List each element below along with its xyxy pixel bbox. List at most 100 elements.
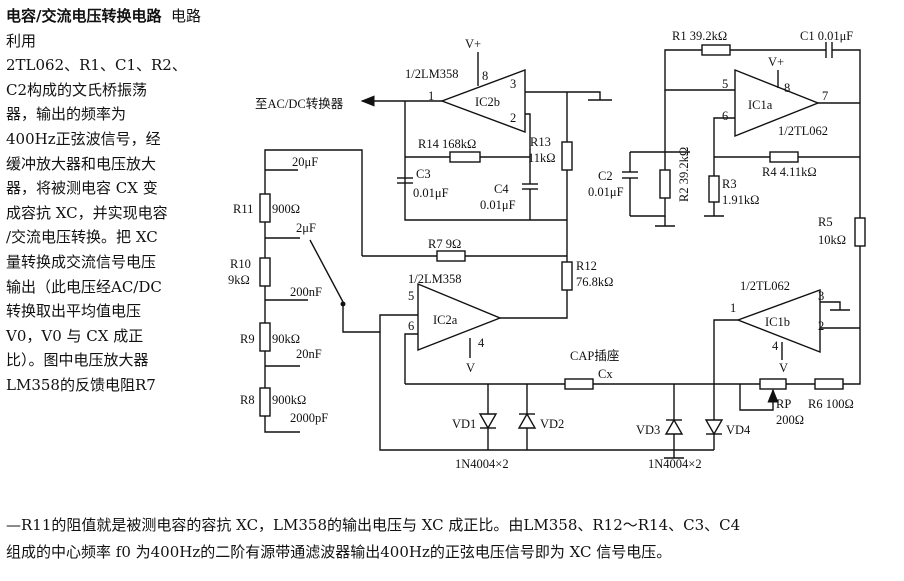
pin-label: 3 bbox=[818, 289, 824, 303]
description-line: 成容抗 XC，并实现电容 bbox=[6, 203, 168, 222]
r3-label: R3 bbox=[722, 177, 737, 191]
r12-label: R12 bbox=[576, 259, 597, 273]
v-label-2: V bbox=[779, 361, 788, 375]
r11-label: R11 bbox=[233, 202, 253, 216]
bottom-line: —R11的阻值就是被测电容的容抗 XC，LM358的输出电压与 XC 成正比。由… bbox=[6, 516, 741, 534]
r12-wire bbox=[500, 290, 568, 319]
bottom-paragraph: —R11的阻值就是被测电容的容抗 XC，LM358的输出电压与 XC 成正比。由… bbox=[6, 512, 896, 566]
c2-label: C2 bbox=[598, 169, 613, 183]
description-line: 量转换成交流信号电压 bbox=[6, 252, 157, 271]
description-line: 2TL062、R1、C1、R2、 bbox=[6, 56, 187, 75]
r2-label: R2 39.2kΩ bbox=[677, 147, 691, 202]
description-line: C2构成的文氏桥振荡 bbox=[6, 80, 148, 99]
rp-label: RP bbox=[776, 397, 791, 411]
vd1-diode bbox=[478, 413, 498, 430]
ic1b-part-label: 1/2TL062 bbox=[740, 279, 790, 293]
ic2b-pin2-wire bbox=[525, 113, 531, 157]
description-line: 缓冲放大器和电压放大 bbox=[6, 154, 157, 173]
r10-value: 9kΩ bbox=[228, 273, 250, 287]
vd2-diode bbox=[517, 412, 537, 429]
bottom-line: 组成的中心频率 f0 为400Hz的二阶有源带通滤波器输出400Hz的正弦电压信… bbox=[6, 543, 672, 561]
ic2b-pin3-wire bbox=[525, 91, 601, 100]
description-line: LM358的反馈电阻R7 bbox=[6, 375, 156, 394]
ic2b-part-label: 1/2LM358 bbox=[405, 67, 458, 81]
r13-resistor bbox=[561, 141, 573, 171]
r6-resistor bbox=[814, 378, 844, 390]
r2-resistor bbox=[659, 169, 671, 199]
r7-resistor bbox=[436, 250, 466, 262]
ic2a-pin6-wire bbox=[404, 333, 418, 384]
rp-value: 200Ω bbox=[776, 413, 804, 427]
description-line: 比）。图中电压放大器 bbox=[6, 351, 149, 370]
v-label-1: V bbox=[466, 361, 475, 375]
r14-resistor bbox=[449, 151, 481, 163]
range-label: 2μF bbox=[296, 221, 316, 235]
range-switch bbox=[309, 239, 344, 303]
r1-wire bbox=[664, 49, 735, 91]
pin-label: 2 bbox=[510, 111, 516, 125]
r13-label: R13 bbox=[530, 135, 551, 149]
description-line: /交流电压转换。把 XC bbox=[6, 228, 158, 247]
r9-label: R9 bbox=[240, 332, 255, 346]
diode-type-label: 1N4004×2 bbox=[455, 457, 509, 471]
ic2b-feedback-wire bbox=[404, 101, 567, 221]
pin-label: 4 bbox=[772, 339, 779, 353]
bottom-bus bbox=[379, 332, 714, 451]
pin-label: 1 bbox=[428, 89, 434, 103]
r6-label: R6 100Ω bbox=[808, 397, 854, 411]
r13-value: 11kΩ bbox=[528, 151, 556, 165]
ic2a-opamp bbox=[417, 282, 502, 352]
description-line: 电路利用 bbox=[6, 7, 202, 50]
r6-wire bbox=[843, 328, 861, 385]
rp-wiper-wire bbox=[739, 384, 774, 411]
chain-wire bbox=[264, 416, 300, 433]
c4-value: 0.01μF bbox=[480, 198, 516, 212]
ic1a-opamp bbox=[734, 68, 820, 138]
vplus-label-1: V+ bbox=[465, 37, 481, 51]
description-paragraph: 电容/交流电压转换电路 电路利用 2TL062、R1、C1、R2、 C2构成的文… bbox=[6, 4, 212, 398]
r1-resistor bbox=[701, 44, 731, 56]
vd3-label: VD3 bbox=[636, 423, 660, 437]
vd2-label: VD2 bbox=[540, 417, 564, 431]
c3-value: 0.01μF bbox=[413, 186, 449, 200]
ic1b-out-wire bbox=[713, 319, 738, 384]
r4-label: R4 4.11kΩ bbox=[762, 165, 817, 179]
description-line: 器，将被测电容 CX 变 bbox=[6, 179, 158, 198]
range-label: 20μF bbox=[292, 155, 318, 169]
ic2a-part-label: 1/2LM358 bbox=[408, 272, 461, 286]
ic2a-label: IC2a bbox=[433, 313, 458, 327]
r11-value: 900Ω bbox=[272, 202, 300, 216]
r3-resistor bbox=[708, 175, 720, 203]
range-label: 200nF bbox=[290, 285, 322, 299]
ic1a-pin6-wire bbox=[713, 117, 735, 157]
r8-resistor bbox=[259, 387, 271, 417]
pin-label: 7 bbox=[822, 89, 828, 103]
switch-common-wire bbox=[342, 304, 418, 333]
ic1a-label: IC1a bbox=[748, 98, 773, 112]
ic1b-opamp bbox=[736, 288, 821, 354]
pin-label: 1 bbox=[730, 301, 736, 315]
pin-label: 8 bbox=[784, 81, 790, 95]
r5-resistor bbox=[854, 217, 866, 247]
r7-top-wire bbox=[264, 149, 363, 256]
description-line: 400Hz正弦波信号，经 bbox=[6, 129, 161, 148]
description-line: 输出（此电压经AC/DC bbox=[6, 277, 162, 296]
description-title: 电容/交流电压转换电路 bbox=[6, 7, 162, 25]
pin-label: 6 bbox=[408, 319, 414, 333]
pin-label: 3 bbox=[510, 77, 516, 91]
ic1a-part-label: 1/2TL062 bbox=[778, 124, 828, 138]
cx-label: Cx bbox=[598, 367, 613, 381]
description-line: V0，V0 与 CX 成正 bbox=[6, 326, 144, 345]
r3-value: 1.91kΩ bbox=[722, 193, 759, 207]
vd4-diode bbox=[704, 419, 724, 436]
r8-label: R8 bbox=[240, 393, 255, 407]
r2-wire bbox=[630, 198, 666, 217]
r8-value: 900kΩ bbox=[272, 393, 306, 407]
r10-label: R10 bbox=[230, 257, 251, 271]
c4-label: C4 bbox=[494, 182, 509, 196]
vd3-diode bbox=[664, 418, 684, 435]
r4-resistor bbox=[769, 151, 799, 163]
vd4-label: VD4 bbox=[726, 423, 751, 437]
cx-socket bbox=[564, 378, 594, 390]
c3-label: C3 bbox=[416, 167, 431, 181]
